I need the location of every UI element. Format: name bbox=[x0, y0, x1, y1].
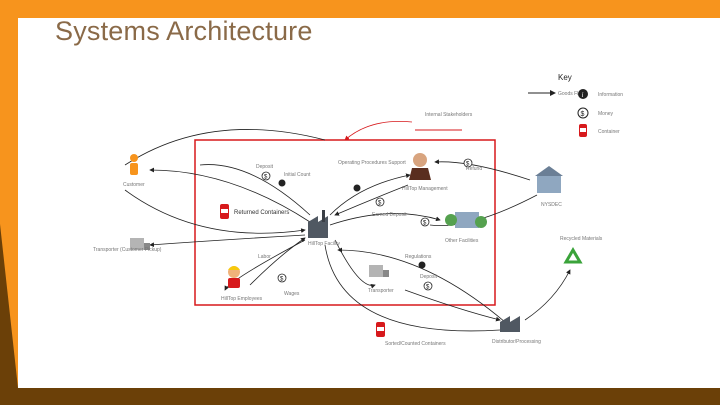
management-node: HillTop Management bbox=[402, 153, 448, 192]
page-title: Systems Architecture bbox=[55, 16, 313, 46]
key-legend: Key Goods Flow i Information $ Money Con… bbox=[528, 73, 623, 137]
employees-node: HillTop Employees bbox=[221, 266, 263, 302]
svg-text:$: $ bbox=[581, 111, 585, 118]
key-label-info: Information bbox=[598, 92, 623, 98]
distributor-node: Distributor/Processing bbox=[492, 316, 541, 345]
svg-text:Earned Deposit: Earned Deposit bbox=[372, 212, 407, 218]
svg-text:HillTop Facility: HillTop Facility bbox=[308, 241, 340, 247]
svg-text:Regulations: Regulations bbox=[405, 254, 432, 260]
svg-text:NYSDEC: NYSDEC bbox=[541, 202, 562, 208]
svg-text:HillTop Management: HillTop Management bbox=[402, 186, 448, 192]
bottom-band bbox=[0, 388, 720, 405]
other-facilities-node: Other Facilities bbox=[445, 212, 487, 244]
transporter-node: Transporter bbox=[368, 265, 394, 294]
internal-boundary bbox=[194, 139, 496, 306]
nysdec-node: NYSDEC bbox=[535, 166, 563, 208]
key-dollar-icon: $ bbox=[577, 107, 589, 119]
svg-text:Wages: Wages bbox=[284, 291, 300, 297]
key-info-icon: i bbox=[578, 89, 588, 99]
svg-text:HillTop Employees: HillTop Employees bbox=[221, 296, 263, 302]
svg-text:$: $ bbox=[423, 221, 427, 227]
corner-decoration bbox=[0, 224, 18, 388]
svg-text:$: $ bbox=[280, 277, 284, 283]
counted-can-icon: Sorted/Counted Containers bbox=[376, 322, 446, 347]
facility-node: HillTop Facility bbox=[308, 210, 340, 247]
svg-text:$: $ bbox=[426, 285, 430, 291]
svg-text:Deposit: Deposit bbox=[420, 274, 438, 280]
svg-text:Initial Count: Initial Count bbox=[284, 172, 311, 178]
count-info-icon bbox=[278, 179, 286, 187]
svg-text:i: i bbox=[582, 91, 584, 99]
svg-text:$: $ bbox=[466, 162, 470, 168]
refund-dollar-icon: $ bbox=[463, 158, 473, 168]
wages-dollar-icon: $ bbox=[277, 273, 287, 283]
internal-stakeholders-label: Internal Stakeholders bbox=[425, 112, 473, 118]
customer-transporter-node: Transporter (Customer Pickup) bbox=[93, 238, 162, 253]
svg-text:Transporter: Transporter bbox=[368, 288, 394, 294]
svg-text:$: $ bbox=[264, 175, 268, 181]
regulations-info-icon bbox=[418, 261, 426, 269]
slide bbox=[18, 18, 720, 388]
deposit2-dollar-icon: $ bbox=[423, 281, 433, 291]
key-can-icon bbox=[579, 124, 587, 137]
recycle-icon: Recycled Materials bbox=[560, 236, 603, 264]
svg-text:Transporter (Customer Pickup): Transporter (Customer Pickup) bbox=[93, 247, 162, 253]
earned-dollar-icon: $ bbox=[375, 197, 385, 207]
guidance-info-icon bbox=[353, 184, 361, 192]
sorted-can-icon: Returned Containers bbox=[220, 204, 289, 219]
svg-text:$: $ bbox=[378, 201, 382, 207]
svg-text:Distributor/Processing: Distributor/Processing bbox=[492, 339, 541, 345]
svg-text:Recycled Materials: Recycled Materials bbox=[560, 236, 603, 242]
svg-text:Labor: Labor bbox=[258, 254, 271, 260]
key-label-money: Money bbox=[598, 111, 614, 117]
svg-text:Operating Procedures Support: Operating Procedures Support bbox=[338, 160, 406, 166]
deposit-dollar-icon: $ bbox=[261, 171, 271, 181]
svg-text:Customer: Customer bbox=[123, 182, 145, 188]
earned-dollar-icon-2: $ bbox=[420, 217, 430, 227]
svg-text:Sorted/Counted Containers: Sorted/Counted Containers bbox=[385, 341, 446, 347]
edge-labels: Deposit $ Initial Count Operating Proced… bbox=[256, 158, 482, 297]
key-title: Key bbox=[558, 73, 572, 82]
key-label-goods: Goods Flow bbox=[558, 91, 585, 97]
svg-text:Returned Containers: Returned Containers bbox=[234, 210, 289, 216]
svg-text:Other Facilities: Other Facilities bbox=[445, 238, 479, 244]
svg-text:Refund: Refund bbox=[466, 166, 482, 172]
svg-text:Deposit: Deposit bbox=[256, 164, 274, 170]
customer-node: Customer bbox=[123, 154, 145, 188]
key-label-container: Container bbox=[598, 129, 620, 135]
